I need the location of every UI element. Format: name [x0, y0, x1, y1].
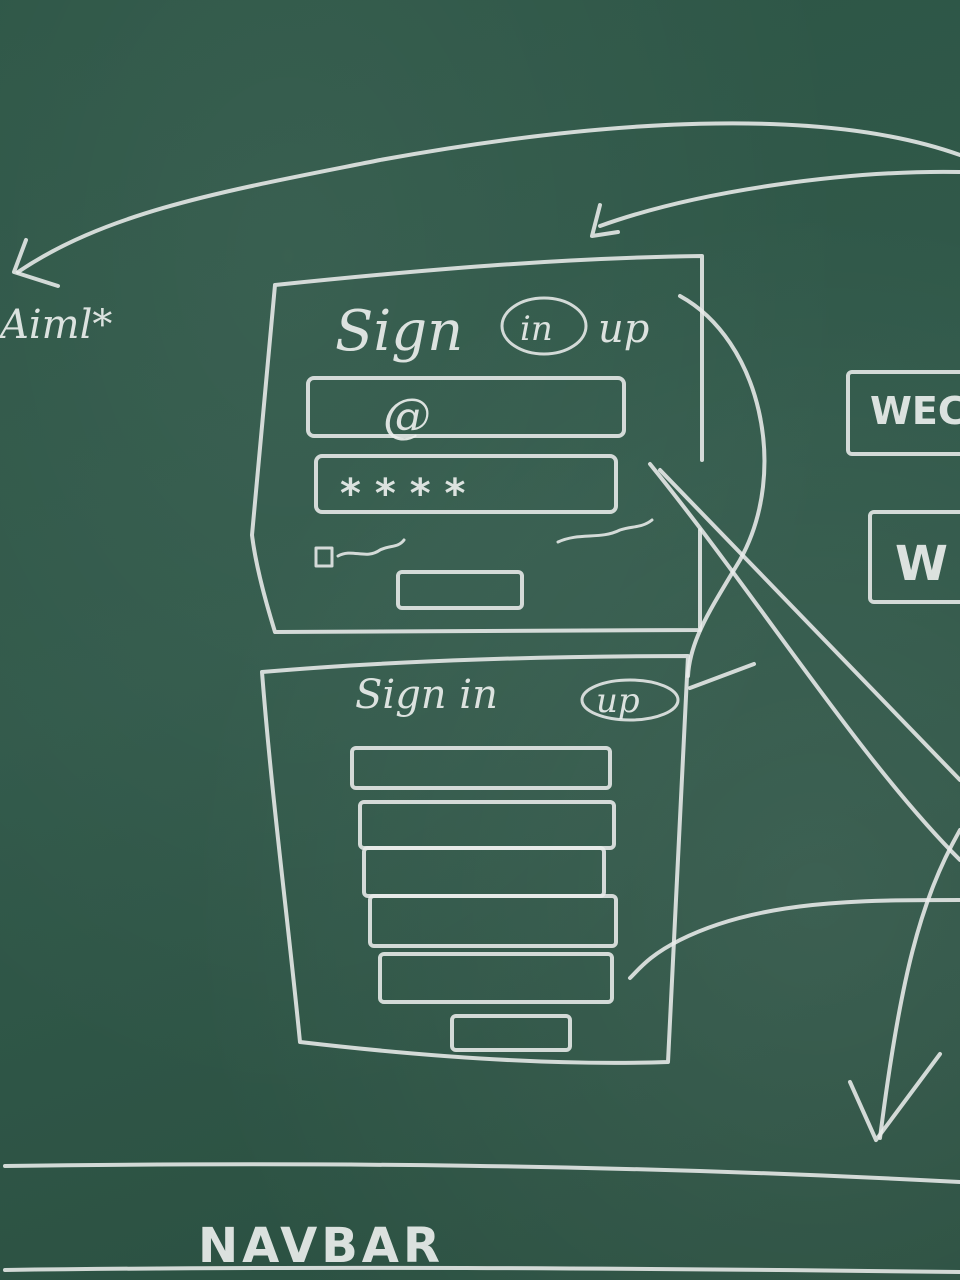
arc-arrow-down [878, 828, 960, 1140]
arc-arrow-top [16, 121, 960, 274]
signin-submit-button[interactable] [396, 570, 524, 610]
signup-field-5[interactable] [378, 952, 614, 1004]
connector-curve-signin-signup [678, 294, 767, 678]
arc-arrow-signin [598, 169, 960, 228]
right-box-1-label: WEC [870, 389, 960, 433]
right-box-1 [846, 370, 960, 456]
toggle-up-circle[interactable] [580, 678, 680, 722]
arrow-head-bottom-right [848, 1052, 942, 1142]
arrow-head-top-left [12, 238, 60, 288]
top-left-note: Aiml* [0, 302, 112, 348]
navbar-bottom-line [3, 1265, 960, 1274]
signup-field-3[interactable] [362, 846, 606, 898]
diagonal-line-2 [658, 468, 960, 782]
remember-label-scribble [336, 538, 406, 558]
email-input[interactable] [306, 376, 626, 438]
signin-card [250, 254, 704, 634]
signup-field-2[interactable] [358, 800, 616, 850]
forgot-link-scribble[interactable] [556, 518, 654, 544]
arrow-head-signin [590, 203, 620, 238]
remember-checkbox[interactable] [314, 546, 334, 568]
arrow-to-signup-toggle [688, 662, 756, 690]
navbar-label: NAVBAR [198, 1218, 444, 1274]
email-symbol: @ [383, 388, 431, 444]
signup-submit-button[interactable] [450, 1014, 572, 1052]
password-input[interactable] [314, 454, 618, 514]
signup-card [260, 654, 690, 1065]
signup-field-4[interactable] [368, 894, 618, 948]
toggle-in[interactable]: in [520, 309, 553, 349]
toggle-in-circle[interactable] [500, 296, 588, 356]
signup-field-1[interactable] [350, 746, 612, 790]
diagonal-line-1 [648, 462, 960, 862]
right-box-2 [868, 510, 960, 604]
navbar-top-line [3, 1162, 960, 1184]
signup-toggle-up[interactable]: up [596, 681, 640, 721]
arc-arrow-signup [628, 898, 960, 980]
signup-title: Sign in [355, 672, 498, 718]
signin-title: Sign [335, 299, 463, 364]
password-mask: * * * * [340, 471, 466, 517]
toggle-up[interactable]: up [598, 306, 649, 352]
right-box-2-label: W [895, 536, 948, 592]
